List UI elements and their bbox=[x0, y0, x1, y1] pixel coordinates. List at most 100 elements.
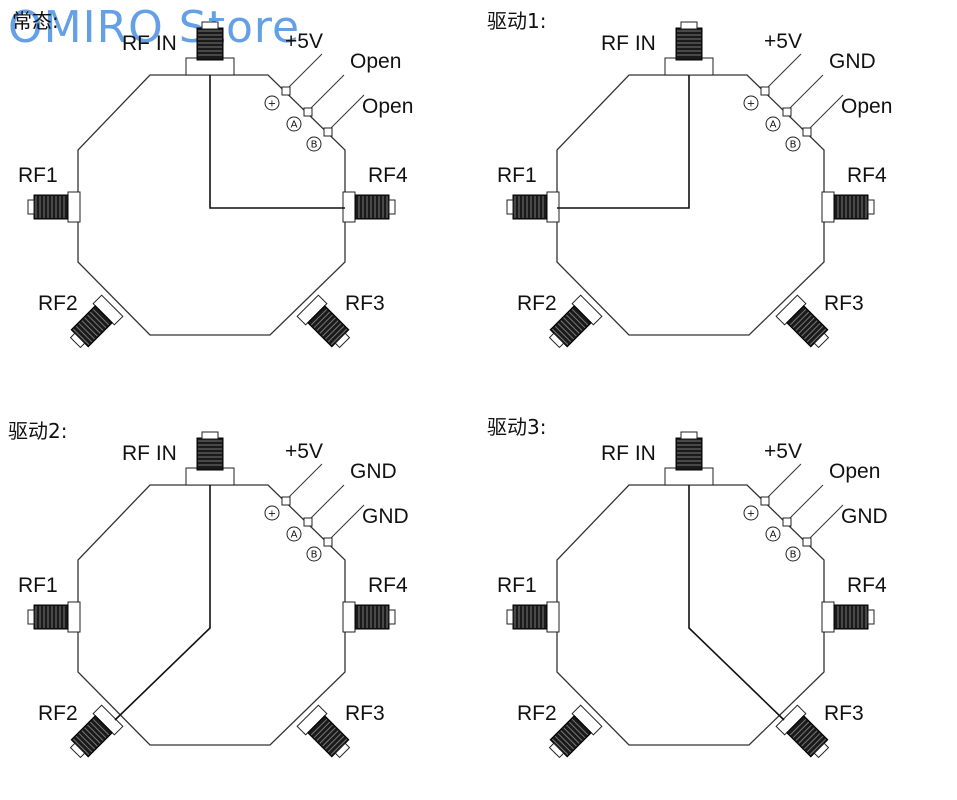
rf2-connector-thread bbox=[571, 308, 589, 326]
rf-in-tip bbox=[201, 21, 219, 30]
rf3-connector-tip bbox=[813, 742, 830, 759]
pin-pad bbox=[782, 517, 792, 527]
rf2-label: RF2 bbox=[517, 292, 557, 315]
switch-body bbox=[556, 74, 825, 336]
pin-plus-label: +5V bbox=[764, 440, 802, 463]
rf2-connector-thread bbox=[568, 311, 586, 329]
pin-symbol: B bbox=[790, 140, 797, 151]
rf3-connector-thread bbox=[322, 320, 339, 337]
rf4-connector-flange bbox=[342, 191, 356, 223]
rf2-connector-thread bbox=[89, 721, 107, 739]
rf2-connector-thread bbox=[571, 718, 589, 736]
pin-b-label: GND bbox=[841, 505, 888, 528]
pin-pad bbox=[303, 107, 313, 117]
rf-in-label: RF IN bbox=[601, 32, 656, 55]
rf-path bbox=[688, 485, 785, 721]
pin-symbol: + bbox=[747, 509, 755, 520]
rf3-connector-tip bbox=[813, 332, 830, 349]
rf3-connector-thread bbox=[313, 311, 331, 329]
rf2-connector-thread bbox=[78, 733, 95, 750]
rf3-connector-thread bbox=[789, 718, 807, 736]
rf1-connector-tip bbox=[506, 199, 514, 215]
pin-wire bbox=[809, 94, 844, 129]
pin-wire bbox=[330, 504, 365, 539]
rf1-connector-tip bbox=[27, 609, 35, 625]
rf1-connector bbox=[506, 601, 560, 633]
rf1-label: RF1 bbox=[497, 574, 537, 597]
rf-in-label: RF IN bbox=[601, 442, 656, 465]
rf4-connector-barrel bbox=[833, 604, 869, 630]
rf2-connector-thread bbox=[92, 718, 110, 736]
rf3-connector-thread bbox=[319, 317, 336, 334]
rf3-connector-thread bbox=[806, 735, 824, 753]
pin-marker-1 bbox=[765, 526, 781, 542]
rf4-connector bbox=[821, 191, 875, 223]
rf4-connector bbox=[821, 601, 875, 633]
rf4-connector bbox=[342, 191, 396, 223]
rf4-connector-tip bbox=[867, 609, 875, 625]
pin-wire bbox=[789, 484, 824, 519]
pin-wire bbox=[310, 484, 345, 519]
rf2-connector-thread bbox=[78, 323, 95, 340]
pin-wire bbox=[288, 53, 323, 88]
rf3-connector-thread bbox=[316, 314, 333, 331]
rf1-connector-flange bbox=[546, 191, 560, 223]
rf3-connector-thread bbox=[325, 733, 342, 750]
rf3-connector-thread bbox=[798, 727, 815, 744]
rf3-connector-thread bbox=[792, 721, 810, 739]
rf2-connector-thread bbox=[89, 311, 107, 329]
rf1-connector bbox=[27, 191, 81, 223]
rf-in-tip bbox=[201, 431, 219, 440]
rf1-connector-flange bbox=[67, 601, 81, 633]
pin-pad bbox=[760, 496, 770, 506]
rf3-connector-thread bbox=[804, 733, 821, 750]
rf-in-flange bbox=[664, 57, 714, 76]
pin-pad bbox=[323, 537, 333, 547]
rf3-connector-thread bbox=[792, 311, 810, 329]
rf4-connector-tip bbox=[867, 199, 875, 215]
rf2-connector-thread bbox=[557, 323, 574, 340]
rf1-label: RF1 bbox=[18, 164, 58, 187]
rf2-connector-thread bbox=[75, 325, 93, 343]
rf-in-flange bbox=[185, 57, 235, 76]
rf2-connector-thread bbox=[563, 727, 580, 744]
rf4-label: RF4 bbox=[368, 574, 408, 597]
rf1-connector-tip bbox=[506, 609, 514, 625]
rf2-connector-thread bbox=[566, 724, 583, 741]
rf3-connector-thread bbox=[798, 317, 815, 334]
rf3-connector-thread bbox=[806, 325, 824, 343]
rf-in-label: RF IN bbox=[122, 32, 177, 55]
pin-b-label: Open bbox=[841, 95, 892, 118]
rf-in-flange bbox=[185, 467, 235, 486]
rf2-label: RF2 bbox=[38, 292, 78, 315]
rf4-connector-barrel bbox=[833, 194, 869, 220]
rf3-connector-thread bbox=[330, 738, 348, 756]
rf2-connector-thread bbox=[75, 735, 93, 753]
rf3-connector-thread bbox=[322, 730, 339, 747]
rf3-connector bbox=[296, 704, 351, 759]
rf3-connector-thread bbox=[319, 727, 336, 744]
switch-body bbox=[77, 484, 346, 746]
rf2-connector-thread bbox=[551, 328, 569, 346]
rf1-connector-flange bbox=[546, 601, 560, 633]
rf2-connector-tip bbox=[548, 742, 565, 759]
rf-path bbox=[557, 75, 690, 209]
pin-marker-2 bbox=[306, 546, 322, 562]
pin-wire bbox=[767, 463, 802, 498]
rf3-label: RF3 bbox=[824, 702, 864, 725]
rf3-label: RF3 bbox=[824, 292, 864, 315]
pin-pad bbox=[323, 127, 333, 137]
rf2-connector-thread bbox=[72, 328, 90, 346]
panel-title: 驱动2: bbox=[8, 419, 67, 443]
pin-wire bbox=[767, 53, 802, 88]
pin-b-label: GND bbox=[362, 505, 409, 528]
pin-symbol: A bbox=[770, 120, 777, 131]
pin-pad bbox=[802, 537, 812, 547]
rf3-connector-tip bbox=[334, 332, 351, 349]
pin-a-label: Open bbox=[829, 460, 880, 483]
pin-symbol: + bbox=[268, 99, 276, 110]
pin-symbol: B bbox=[311, 550, 318, 561]
rf3-connector-thread bbox=[313, 721, 331, 739]
pin-marker-0 bbox=[264, 505, 280, 521]
rf3-label: RF3 bbox=[345, 292, 385, 315]
